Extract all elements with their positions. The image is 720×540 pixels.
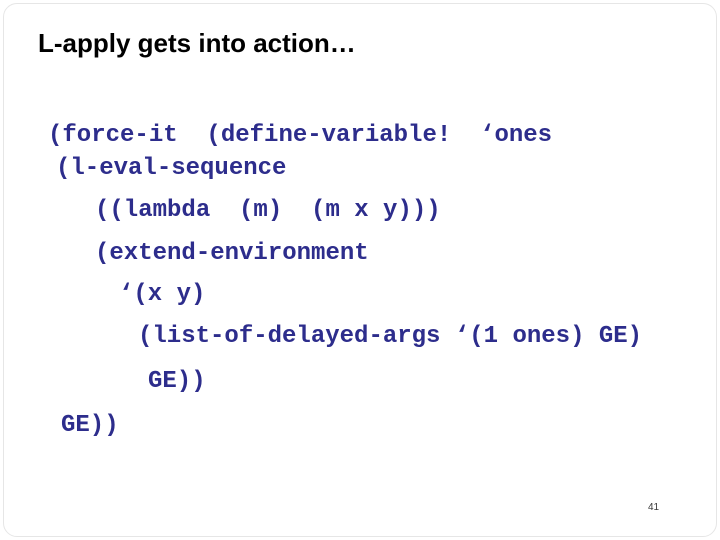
code-line: ((lambda (m) (m x y))) <box>95 197 441 224</box>
code-line: ‘(x y) <box>119 281 206 308</box>
slide-title: L-apply gets into action… <box>38 28 356 58</box>
code-line: (list-of-delayed-args ‘(1 ones) GE) <box>138 323 643 350</box>
code-line: GE)) <box>148 368 206 395</box>
code-line: GE)) <box>61 412 119 439</box>
code-line: (force-it (define-variable! ‘ones <box>48 122 553 149</box>
slide-page-number: 41 <box>648 502 660 513</box>
slide-border <box>3 3 717 537</box>
code-line: (l-eval-sequence <box>56 155 287 182</box>
code-line: (extend-environment <box>95 240 369 267</box>
